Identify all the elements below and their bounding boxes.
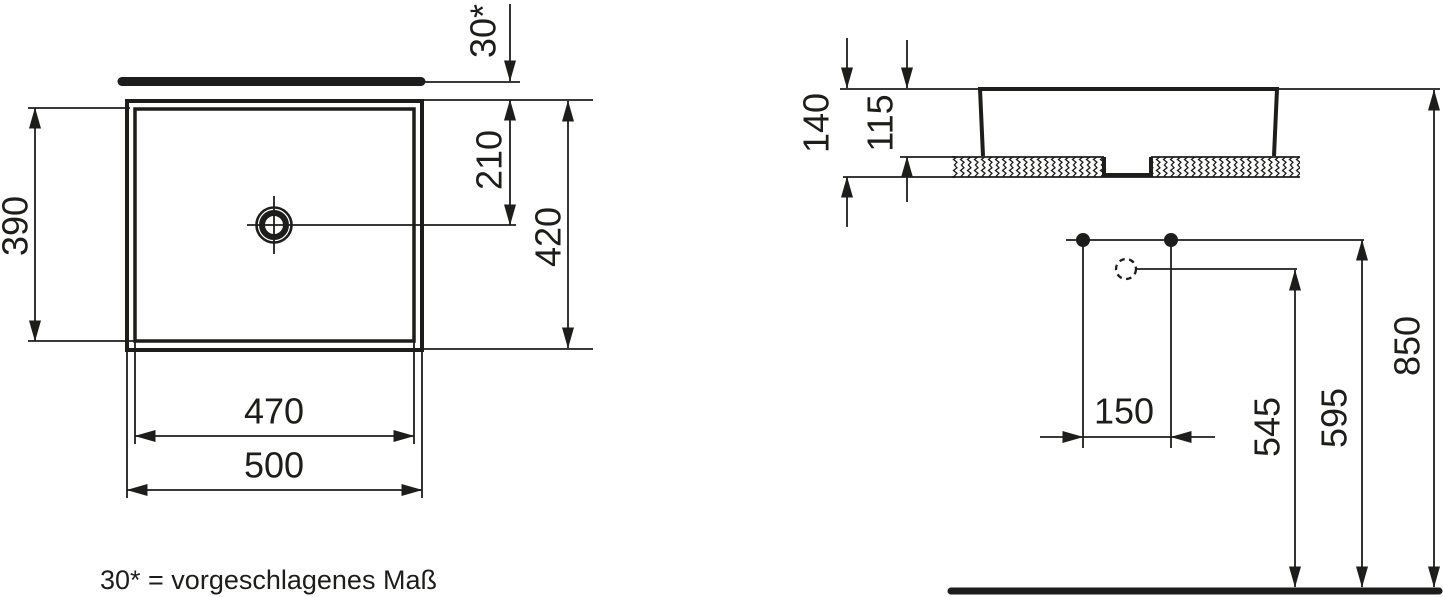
side-view: 140 115 <box>796 38 1440 227</box>
dim-inner-depth: 390 <box>0 107 138 342</box>
drain-outlet-gap <box>1104 156 1151 176</box>
top-view: 30* 390 210 420 470 <box>0 4 593 498</box>
installation-view: 150 545 595 850 <box>947 89 1443 595</box>
dim-outer-width: 500 <box>126 350 423 498</box>
drain-hole <box>247 196 516 254</box>
dim-wall-offset: 30* <box>463 4 516 82</box>
basin-body <box>977 87 1280 157</box>
dim-fixing-hole-spacing: 150 <box>1040 391 1215 443</box>
drain-outlet <box>1102 157 1153 177</box>
dim-body-height: 115 <box>860 40 955 202</box>
dim-inner-depth-label: 390 <box>0 196 36 256</box>
dim-wall-offset-label: 30* <box>463 4 504 58</box>
dim-inner-width: 470 <box>134 341 415 444</box>
dim-fixing-hole-height: 595 <box>1314 239 1368 588</box>
dim-body-height-label: 115 <box>860 94 901 151</box>
dim-drain-to-rim: 210 <box>469 99 516 226</box>
dim-fixing-hole-spacing-label: 150 <box>1094 391 1154 432</box>
dim-tap-hole-height-label: 545 <box>1247 397 1288 457</box>
sealing-strip <box>952 156 1300 178</box>
dim-outer-depth-label: 420 <box>528 207 569 267</box>
footnote: 30* = vorgeschlagenes Maß <box>100 565 437 595</box>
dim-total-height: 140 <box>796 38 955 227</box>
dim-rim-height-label: 850 <box>1387 316 1428 376</box>
dim-outer-depth: 420 <box>528 100 574 349</box>
dim-drain-to-rim-label: 210 <box>469 130 510 190</box>
dim-outer-width-label: 500 <box>244 445 304 486</box>
dim-total-height-label: 140 <box>796 93 837 153</box>
tap-hole-dashed-circle <box>1114 257 1138 281</box>
dim-inner-width-label: 470 <box>244 391 304 432</box>
dim-rim-height: 850 <box>1387 89 1440 588</box>
dim-fixing-hole-height-label: 595 <box>1314 388 1355 448</box>
dim-tap-hole-height: 545 <box>1247 269 1301 588</box>
